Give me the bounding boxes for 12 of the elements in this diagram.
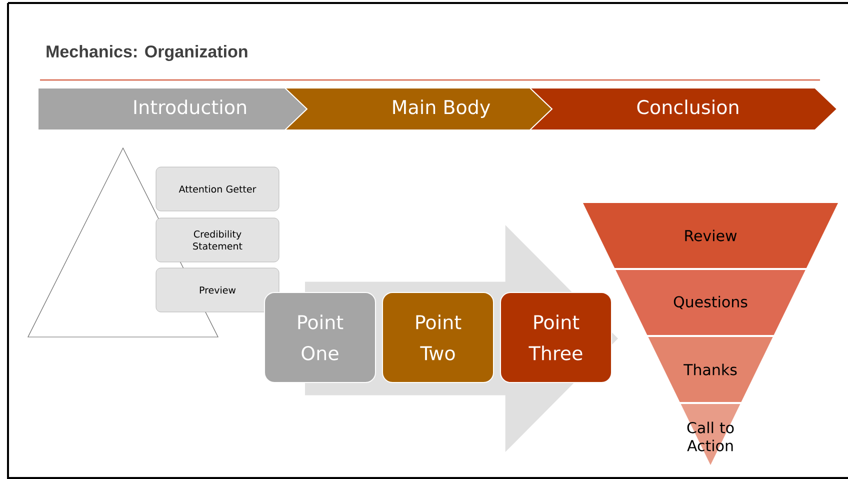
text-box: Credibility Statement xyxy=(156,218,280,262)
stage-banner: Introduction xyxy=(38,88,308,130)
text-box: Attention Getter xyxy=(156,166,280,212)
text-box: Preview xyxy=(156,268,280,312)
funnel-band: Questions xyxy=(616,270,806,335)
slide-title: Mechanics: Organization xyxy=(46,45,248,61)
funnel-band: Call to Action xyxy=(680,404,740,465)
stage-banner: Conclusion xyxy=(528,88,838,130)
point-box: Point One xyxy=(264,292,376,383)
funnel-band: Review xyxy=(583,203,838,268)
stage-banner: Main Body xyxy=(284,88,553,130)
funnel-band: Thanks xyxy=(648,337,773,402)
